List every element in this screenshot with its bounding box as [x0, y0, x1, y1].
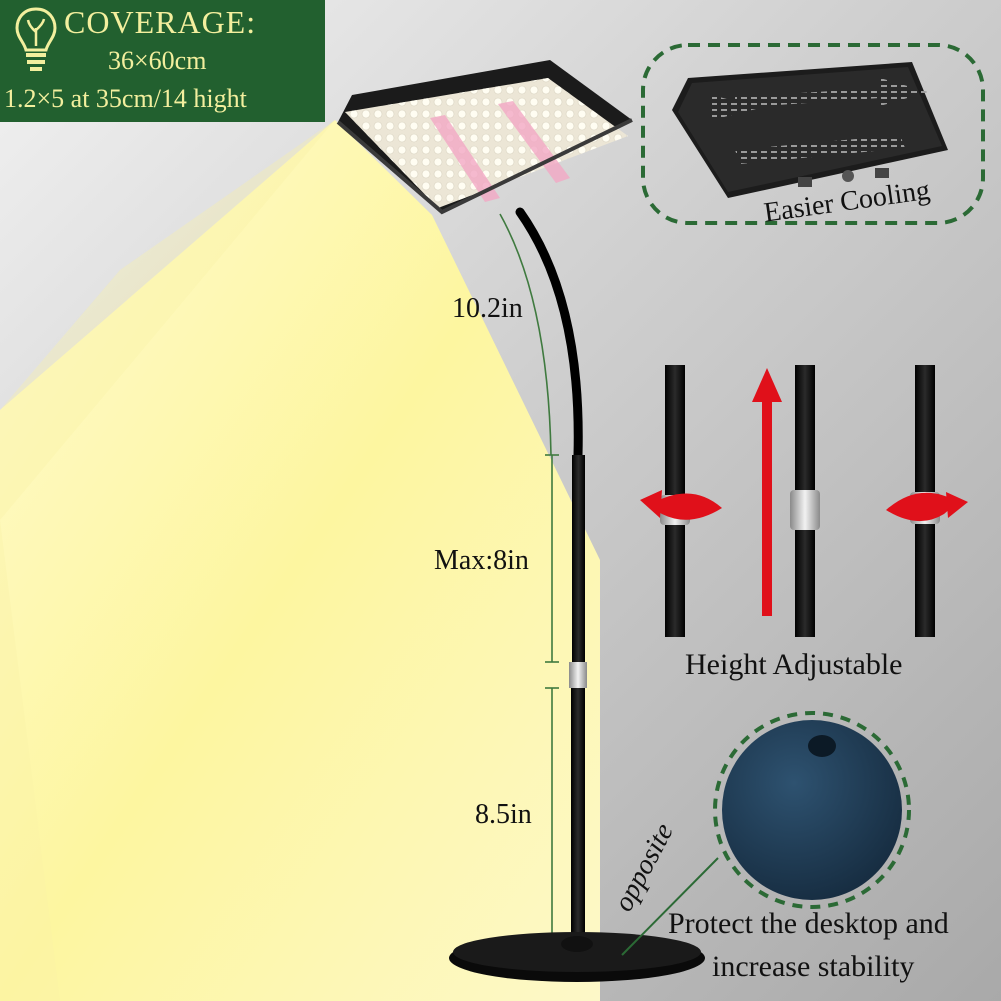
lamp-stand: [449, 207, 705, 982]
light-beam: [0, 120, 600, 1001]
coverage-banner: COVERAGE: 36×60cm 1.2×5 at 35cm/14 hight: [0, 0, 325, 122]
rotate-arrow-icon: [640, 490, 722, 520]
protect-label-line1: Protect the desktop and: [668, 907, 949, 940]
dimension-lines: [499, 213, 559, 956]
led-panel: [336, 60, 633, 215]
panel-back-view: [641, 43, 985, 225]
coverage-size: 36×60cm: [108, 46, 207, 75]
protect-label-line2: increase stability: [712, 950, 915, 983]
coverage-title: COVERAGE:: [64, 4, 257, 40]
coverage-height: 1.2×5 at 35cm/14 hight: [4, 84, 247, 113]
light-beam-edge: [0, 120, 335, 1001]
lower-pole-length-label: 8.5in: [475, 799, 532, 830]
arrow-up-icon: [752, 368, 782, 616]
gooseneck-length-label: 10.2in: [452, 293, 523, 324]
base-cap-view: [621, 711, 911, 956]
height-adjustable-label: Height Adjustable: [685, 648, 903, 681]
middle-pole-length-label: Max:8in: [434, 545, 529, 576]
rotate-arrow-icon: [886, 492, 968, 522]
lightbulb-icon: [15, 7, 57, 71]
